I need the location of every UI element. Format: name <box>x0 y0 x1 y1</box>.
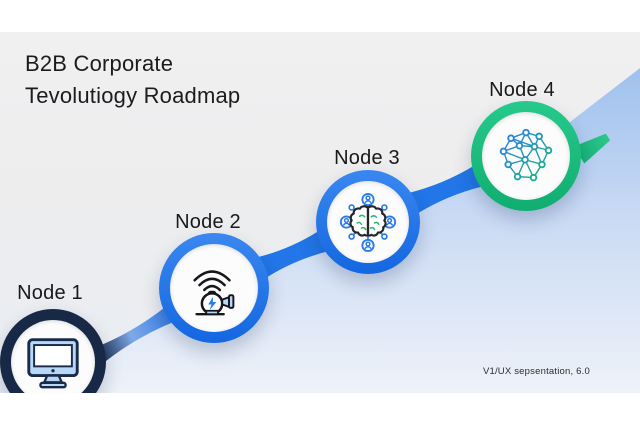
roadmap-node-3 <box>316 170 420 274</box>
roadmap-node-1 <box>0 309 106 393</box>
node-3-disc <box>327 181 409 263</box>
roadmap-node-2 <box>159 233 269 343</box>
footer-note: V1/UX sepsentation, 6.0 <box>482 366 590 377</box>
network-graph-icon <box>499 128 553 182</box>
connector-4-out <box>573 133 611 164</box>
node-2-disc <box>170 244 258 332</box>
page-title-line1: B2B Corporate <box>25 51 174 76</box>
monitor-icon <box>27 338 79 389</box>
node-2-label: Node 2 <box>175 211 241 233</box>
node-4-disc <box>482 112 570 200</box>
node-1-label: Node 1 <box>17 282 83 304</box>
smart-siren-icon <box>193 270 235 316</box>
connector-1-2 <box>93 305 177 364</box>
node-4-label: Node 4 <box>489 79 555 101</box>
connector-3-4 <box>410 166 482 213</box>
node-3-label: Node 3 <box>334 147 400 169</box>
page-title: B2B Corporate Tevolutiogy Roadmap <box>25 48 240 112</box>
connector-2-3 <box>258 231 327 278</box>
brain-network-icon <box>339 192 397 252</box>
roadmap-node-4 <box>471 101 581 211</box>
roadmap-stage: B2B Corporate Tevolutiogy Roadmap Node 1… <box>0 32 640 393</box>
page-title-line2: Tevolutiogy Roadmap <box>25 83 241 108</box>
node-1-disc <box>11 320 95 393</box>
